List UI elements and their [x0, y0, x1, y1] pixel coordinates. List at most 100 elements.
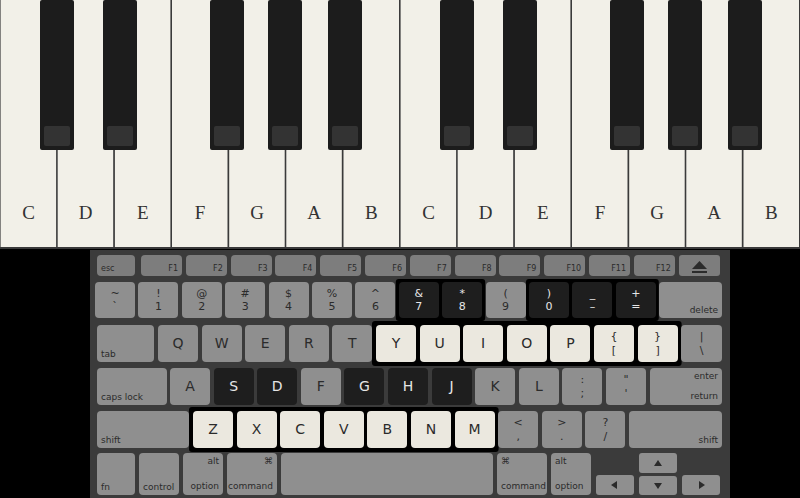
key-label: { [611, 330, 618, 343]
highlight-frames [189, 279, 682, 452]
keyboard-key: H [388, 368, 428, 405]
key-label: ] [655, 344, 659, 357]
key-label: L [535, 378, 543, 395]
keyboard-key: F2 [186, 255, 227, 276]
key-label: 8 [459, 300, 466, 313]
keyboard-key: shift [97, 411, 189, 448]
piano-key: B [743, 0, 800, 247]
keyboard-key: #3 [225, 282, 265, 318]
note-name: F [195, 202, 206, 225]
eject-icon [692, 261, 707, 273]
note-name: B [365, 202, 378, 225]
eject-key [679, 255, 720, 276]
key-label: F5 [347, 264, 357, 274]
key-label: 2 [198, 300, 205, 313]
keyboard-key: tab [97, 325, 154, 362]
key-label: F2 [213, 264, 223, 274]
key-label: F7 [437, 264, 447, 274]
key-label: F10 [566, 264, 581, 274]
key-label: % [327, 287, 337, 300]
key-label: E [261, 335, 270, 352]
keyboard-key: (9 [486, 282, 526, 318]
key-label: M [469, 421, 481, 438]
keyboard-key: F6 [365, 255, 406, 276]
keyboard-key: A [170, 368, 210, 405]
key-label: " [623, 373, 628, 386]
piano-black-key-tip [614, 126, 640, 146]
piano-black-key [503, 0, 537, 150]
piano-black-key-tip [672, 126, 698, 146]
keyboard-key: ^6 [355, 282, 395, 318]
note-name: B [765, 202, 778, 225]
keyboard-key: Q [158, 325, 198, 362]
piano-key: G [629, 0, 686, 247]
piano-key: C [400, 0, 457, 247]
arrow-key [639, 453, 677, 473]
key-label: 3 [242, 300, 249, 313]
piano-black-key [210, 0, 244, 150]
keyboard-key: N [411, 411, 451, 448]
keyboard-key: S [214, 368, 254, 405]
keyboard-key: altoption [183, 453, 223, 495]
piano-black-key [40, 0, 74, 150]
keyboard-key: G [344, 368, 384, 405]
keyboard-key: E [245, 325, 285, 362]
key-label: / [604, 430, 608, 443]
key-label: . [560, 430, 564, 443]
arrow-key [596, 475, 634, 495]
key-label: ! [156, 287, 160, 300]
key-label: X [252, 421, 262, 438]
piano-key: E [114, 0, 171, 247]
key-label: I [481, 335, 485, 352]
piano-black-key-tip [444, 126, 470, 146]
keyboard-key: *8 [442, 282, 482, 318]
keyboard-key: _– [572, 282, 612, 318]
key-label: < [514, 416, 523, 429]
keyboard-key: delete [659, 282, 722, 318]
arrow-icon [654, 460, 662, 466]
keyboard-key: altoption [551, 453, 591, 495]
key-label: & [415, 287, 424, 300]
keyboard-key: F12 [634, 255, 675, 276]
key-label: _ [590, 287, 596, 300]
key-label: O [521, 335, 532, 352]
piano-black-key-tip [332, 126, 358, 146]
key-label: F9 [527, 264, 537, 274]
key-label: U [434, 335, 444, 352]
key-label: shift [101, 435, 120, 446]
piano-key: G [229, 0, 286, 247]
keyboard-key: caps lock [97, 368, 167, 405]
keyboard-key: F8 [455, 255, 496, 276]
key-label: control [143, 482, 174, 493]
key-label: Z [208, 421, 218, 438]
highlight-frame [526, 279, 659, 321]
key-label: + [631, 287, 640, 300]
keyboard-key: R [289, 325, 329, 362]
keyboard-key: :; [562, 368, 602, 405]
key-label: [ [612, 344, 616, 357]
key-label: delete [690, 305, 718, 316]
keyboard-key: X [237, 411, 277, 448]
key-label: K [491, 378, 500, 395]
keyboard-key: J [432, 368, 472, 405]
arrow-key [639, 476, 677, 495]
keyboard-key: U [420, 325, 460, 362]
keyboard-key: {[ [594, 325, 634, 362]
keyboard-key: F4 [275, 255, 316, 276]
keyboard-key: F1 [141, 255, 182, 276]
piano-black-key [668, 0, 702, 150]
key-label: 4 [285, 300, 292, 313]
piano-black-key-tip [732, 126, 758, 146]
key-label: } [654, 330, 661, 343]
piano-key: C [0, 0, 57, 247]
keyboard-key: ?/ [585, 411, 625, 448]
key-label: caps lock [101, 392, 143, 403]
keyboard-key: |\ [681, 325, 722, 362]
key-label: B [383, 421, 393, 438]
key-label: 1 [155, 300, 162, 313]
key-label: , [516, 430, 520, 443]
arrow-key [682, 475, 720, 495]
key-label: @ [196, 287, 207, 300]
keyboard-key: F11 [589, 255, 630, 276]
key-label: enter [694, 371, 718, 382]
